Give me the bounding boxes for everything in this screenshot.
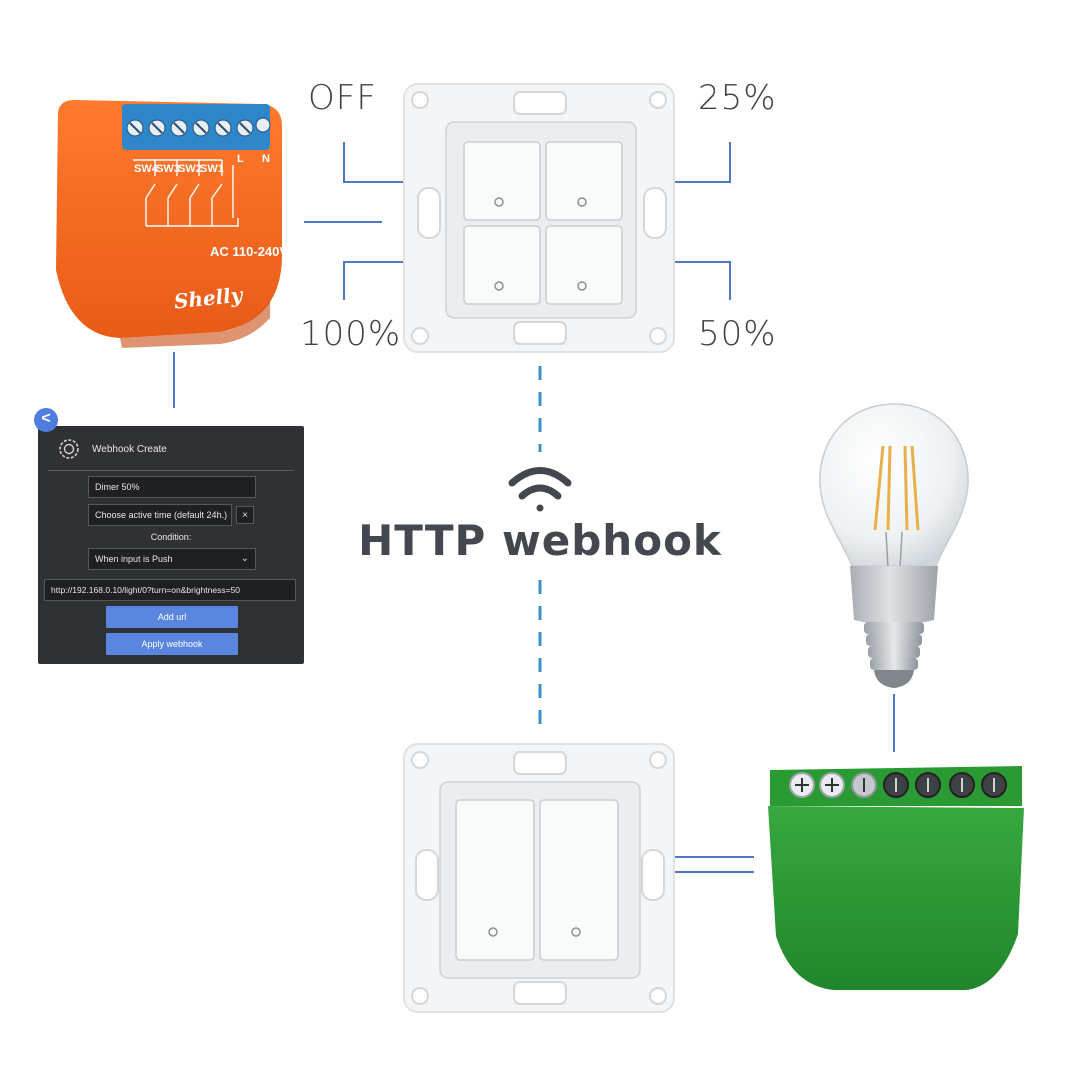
condition-select-value: When input is Push <box>95 554 173 564</box>
terminal-label-sw3: SW3 <box>156 163 180 175</box>
state-label-25: 25% <box>698 78 777 118</box>
webhook-create-panel: Webhook Create Dimer 50% Choose active t… <box>38 426 304 664</box>
active-time-button[interactable]: Choose active time (default 24h.) <box>88 504 232 526</box>
condition-select[interactable]: When input is Push ⌄ <box>88 548 256 570</box>
lightbulb-icon <box>819 403 969 688</box>
state-label-off: OFF <box>308 78 377 118</box>
terminal-label-n: N <box>262 153 270 165</box>
condition-label: Condition: <box>150 532 192 542</box>
button-right <box>539 799 619 961</box>
apply-webhook-button[interactable]: Apply webhook <box>106 633 238 655</box>
chevron-down-icon: ⌄ <box>240 553 249 564</box>
state-label-50: 50% <box>698 314 777 354</box>
button-top-left <box>463 141 541 221</box>
two-button-switch <box>403 743 675 1013</box>
wifi-icon <box>508 467 572 512</box>
add-url-button[interactable]: Add url <box>106 606 238 628</box>
webhook-name-input[interactable]: Dimer 50% <box>88 476 256 498</box>
relay-terminals <box>789 772 1007 798</box>
button-bottom-right <box>545 225 623 305</box>
terminal-label-l: L <box>237 153 244 165</box>
shelly-plus-device: SW4 SW3 SW2 SW1 L N AC 110-240V Shelly <box>56 100 288 348</box>
orange-device-body <box>56 100 282 338</box>
button-top-right <box>545 141 623 221</box>
button-bottom-left <box>463 225 541 305</box>
panel-divider <box>48 470 294 471</box>
webhook-url-input[interactable]: http://192.168.0.10/light/0?turn=on&brig… <box>44 579 296 601</box>
gear-icon <box>59 439 79 459</box>
http-webhook-title: HTTP webhook <box>358 516 722 565</box>
rating-label: AC 110-240V <box>210 244 288 259</box>
clear-time-button[interactable]: × <box>236 506 254 524</box>
state-label-100: 100% <box>300 314 402 354</box>
panel-title: Webhook Create <box>92 444 167 455</box>
terminal-label-sw4: SW4 <box>134 163 159 175</box>
button-left <box>455 799 535 961</box>
wiring-schematic <box>133 159 239 227</box>
terminal-label-sw1: SW1 <box>200 163 224 175</box>
terminal-label-sw2: SW2 <box>178 163 202 175</box>
green-device-body <box>768 806 1024 990</box>
back-arrow-icon[interactable]: < <box>34 408 58 432</box>
shelly-relay-device <box>768 766 1024 990</box>
four-button-switch <box>403 83 675 353</box>
